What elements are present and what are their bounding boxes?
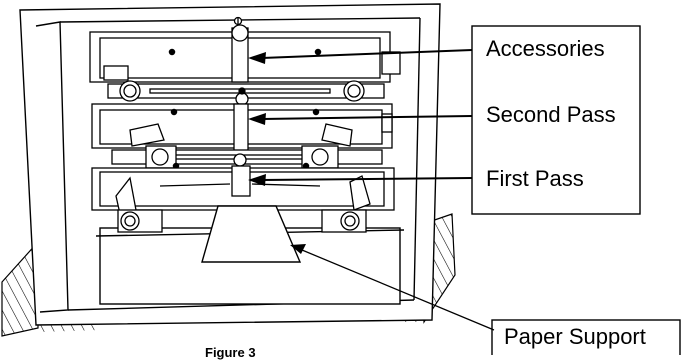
accessories-tray [89, 16, 401, 83]
leader-paper-support [290, 244, 495, 331]
rail-2 [111, 145, 383, 170]
arrowhead-second-pass [248, 113, 266, 125]
arrowhead-first-pass [248, 174, 266, 186]
label-accessories: Accessories [486, 36, 605, 61]
leader-second-pass [248, 113, 473, 125]
callout-box-upper [471, 25, 641, 215]
label-paper-support: Paper Support [504, 324, 646, 349]
rail-1 [107, 80, 385, 106]
callout-box-paper-support [491, 319, 681, 355]
bottom-rollers [117, 209, 367, 233]
leader-accessories [248, 49, 473, 64]
figure-caption: Figure 3 [205, 345, 256, 360]
paper-support-plate [201, 205, 302, 263]
arrowhead-accessories [248, 52, 266, 64]
second-pass-tray [91, 103, 393, 153]
arrowhead-paper-support [290, 244, 306, 254]
label-second-pass: Second Pass [486, 102, 616, 127]
leader-first-pass [248, 174, 473, 186]
first-pass-tray [91, 165, 395, 215]
label-first-pass: First Pass [486, 166, 584, 191]
